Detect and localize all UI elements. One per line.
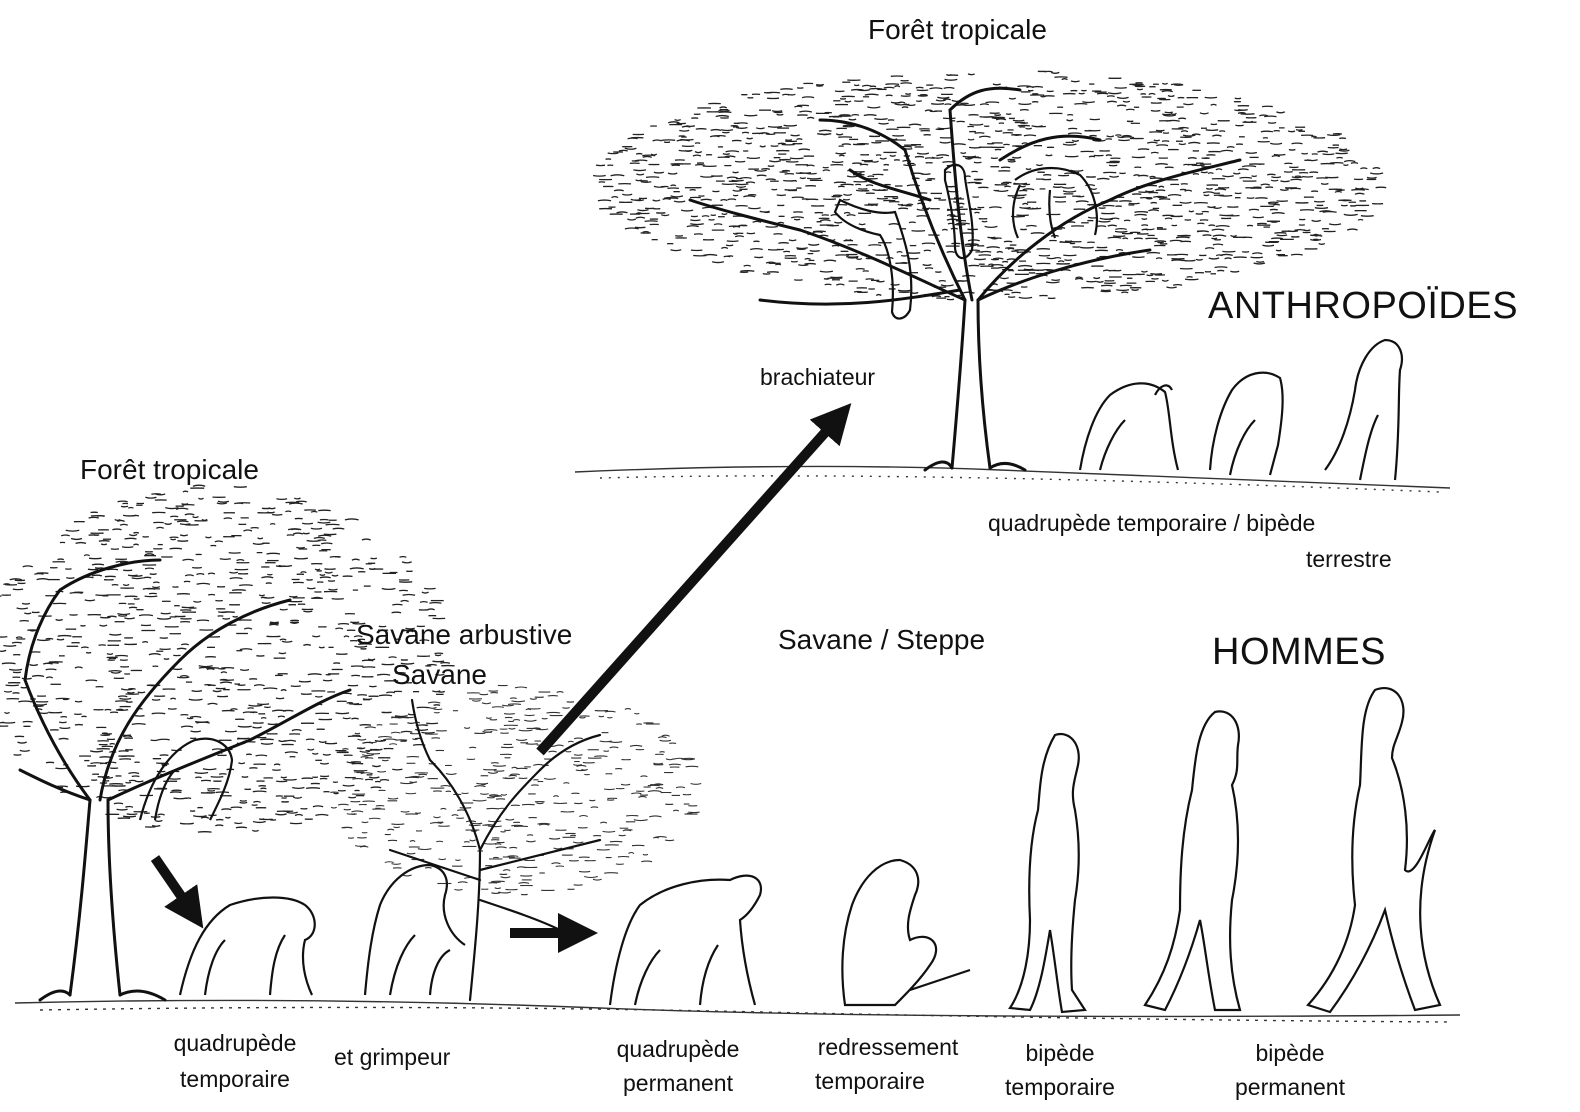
biped-permanent-figure (1308, 688, 1440, 1012)
evolution-arrows (155, 418, 838, 933)
biped-temporary-figure (1010, 734, 1085, 1012)
label-apes-locomotion-line2: terrestre (1306, 546, 1392, 572)
label-apes-locomotion-line1: quadrupède temporaire / bipède (988, 510, 1315, 536)
habitat-label-left-forest: Forêt tropicale (80, 454, 259, 486)
ground-apes (1080, 340, 1402, 480)
quadruped-permanent-figure (610, 876, 761, 1005)
label-upright-temporary-line1: redressement (800, 1034, 976, 1060)
squatting-hominin-figure (842, 860, 970, 1005)
label-biped-temporary-line2: temporaire (990, 1074, 1130, 1100)
label-climber: et grimpeur (334, 1044, 450, 1070)
ground-lines (15, 466, 1460, 1022)
label-biped-permanent-line2: permanent (1220, 1074, 1360, 1100)
habitat-label-savanna-steppe: Savane / Steppe (778, 624, 985, 656)
label-biped-temporary-line1: bipède (990, 1040, 1130, 1066)
quadruped-temporary-figure (180, 898, 315, 996)
arrow-down-to-ground (155, 858, 192, 912)
climber-figure (365, 865, 465, 995)
habitat-label-savanna: Savane (392, 659, 487, 691)
label-quadruped-permanent-line2: permanent (598, 1070, 758, 1096)
group-label-humans: HOMMES (1212, 631, 1386, 675)
label-biped-permanent-line1: bipède (1220, 1040, 1360, 1066)
label-quadruped-temporary-line2: temporaire (160, 1066, 310, 1092)
rainforest-tree-left (20, 560, 350, 1000)
group-label-anthropoids: ANTHROPOÏDES (1208, 285, 1518, 329)
label-quadruped-permanent-line1: quadrupède (598, 1036, 758, 1062)
label-quadruped-temporary-line1: quadrupède (160, 1030, 310, 1056)
label-brachiator: brachiateur (760, 364, 875, 390)
biped-upright-figure (1145, 711, 1240, 1010)
habitat-label-top-forest: Forêt tropicale (868, 14, 1047, 46)
habitat-label-shrub-savanna: Savane arbustive (356, 619, 572, 651)
label-upright-temporary-line2: temporaire (800, 1068, 940, 1094)
savanna-shrub-foliage (330, 685, 701, 894)
top-forest-foliage (593, 71, 1386, 299)
